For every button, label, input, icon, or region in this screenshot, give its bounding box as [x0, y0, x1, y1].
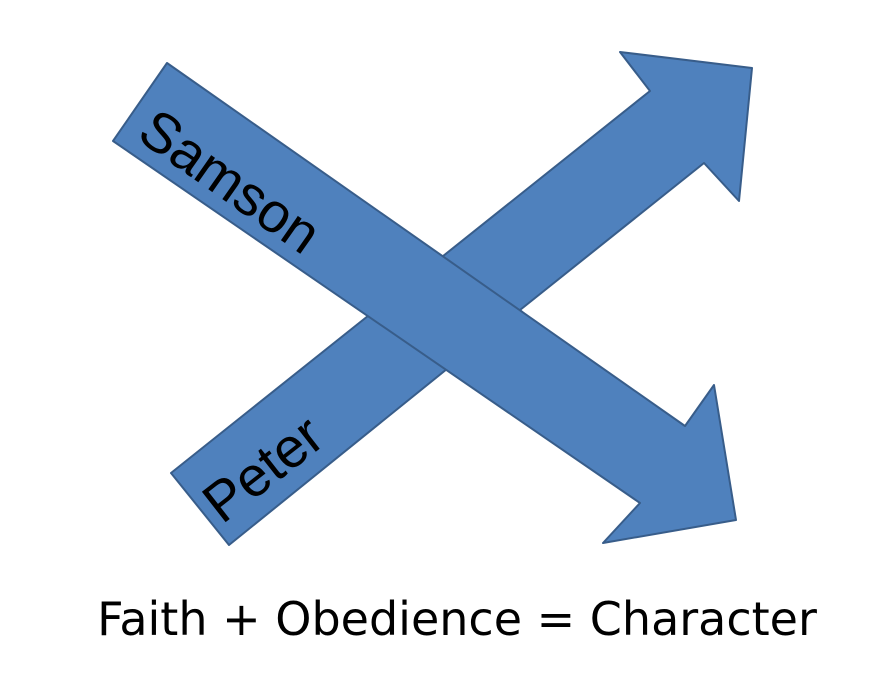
samson-arrow [112, 62, 737, 544]
formula-caption: Faith + Obedience = Character [97, 592, 817, 646]
